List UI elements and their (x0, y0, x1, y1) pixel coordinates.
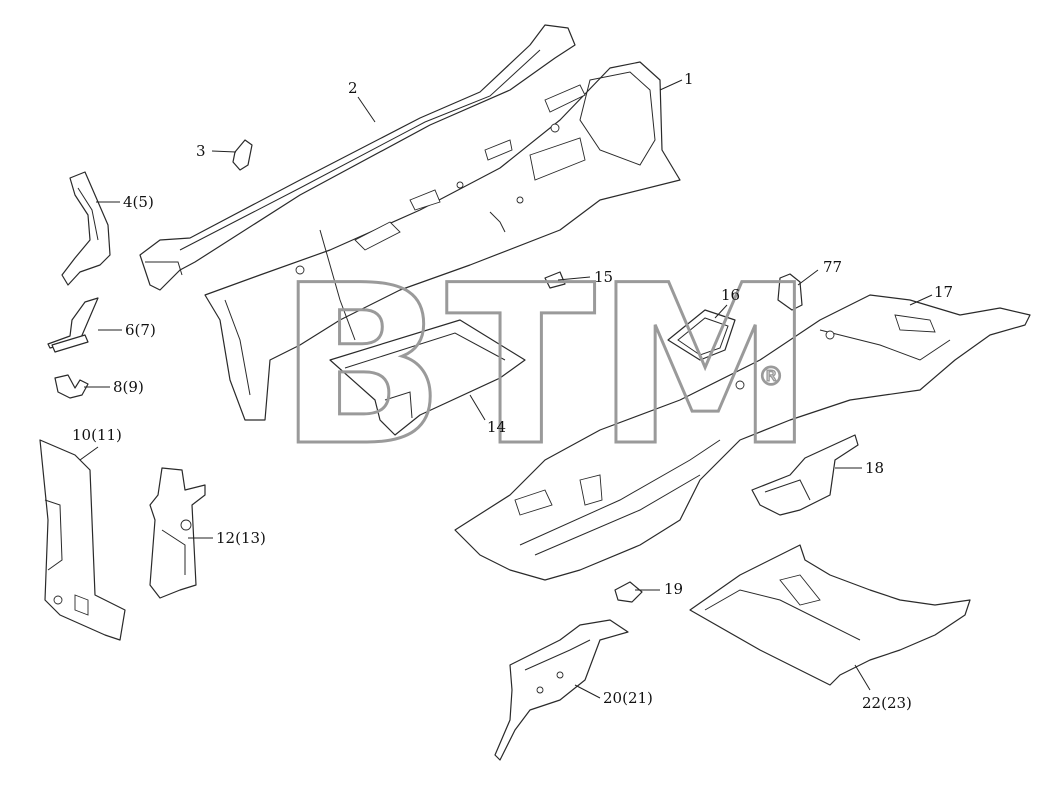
callout-12-13: 12(13) (216, 529, 266, 547)
callout-1: 1 (684, 70, 694, 88)
watermark-registered-mark: ® (758, 362, 784, 392)
callout-77: 77 (823, 258, 842, 276)
callout-18: 18 (865, 459, 884, 477)
callout-8-9: 8(9) (113, 378, 144, 396)
part-16-plate (667, 309, 736, 361)
callout-2: 2 (348, 79, 358, 97)
callout-4-5: 4(5) (123, 193, 154, 211)
part-8-clip (54, 374, 89, 399)
callout-20-21: 20(21) (603, 689, 653, 707)
part-22-rear-floor (689, 544, 971, 686)
part-3-bracket (232, 139, 253, 171)
callout-10-11: 10(11) (72, 426, 122, 444)
part-19-plug (614, 581, 643, 603)
part-6-bracket (47, 297, 99, 353)
callout-19: 19 (664, 580, 683, 598)
part-15-clip (544, 271, 566, 289)
part-12-pillar (149, 467, 206, 599)
btm-watermark: BTM ® (277, 237, 817, 496)
part-4-pillar-bracket (61, 171, 111, 286)
part-20-bracket (494, 619, 629, 761)
part-2-cowl-rail (139, 24, 576, 291)
callout-16: 16 (721, 286, 740, 304)
callout-17: 17 (934, 283, 953, 301)
watermark-text: BTM (278, 238, 815, 494)
callout-14: 14 (487, 418, 506, 436)
callout-6-7: 6(7) (125, 321, 156, 339)
callout-15: 15 (594, 268, 613, 286)
part-77-bracket (777, 273, 803, 311)
callout-3: 3 (196, 142, 206, 160)
part-18-panel (751, 434, 859, 516)
leader-lines (79, 79, 933, 699)
part-10-side-panel (39, 439, 126, 641)
callout-22-23: 22(23) (862, 694, 912, 712)
part-14-tunnel-reinforcement (329, 319, 526, 436)
part-1-dash-panel (204, 61, 681, 421)
floor-pan-assembly (454, 294, 1031, 581)
callouts: 1 2 3 4(5) 6(7) 8(9) 10(11) 12(13) 14 15… (72, 70, 953, 712)
